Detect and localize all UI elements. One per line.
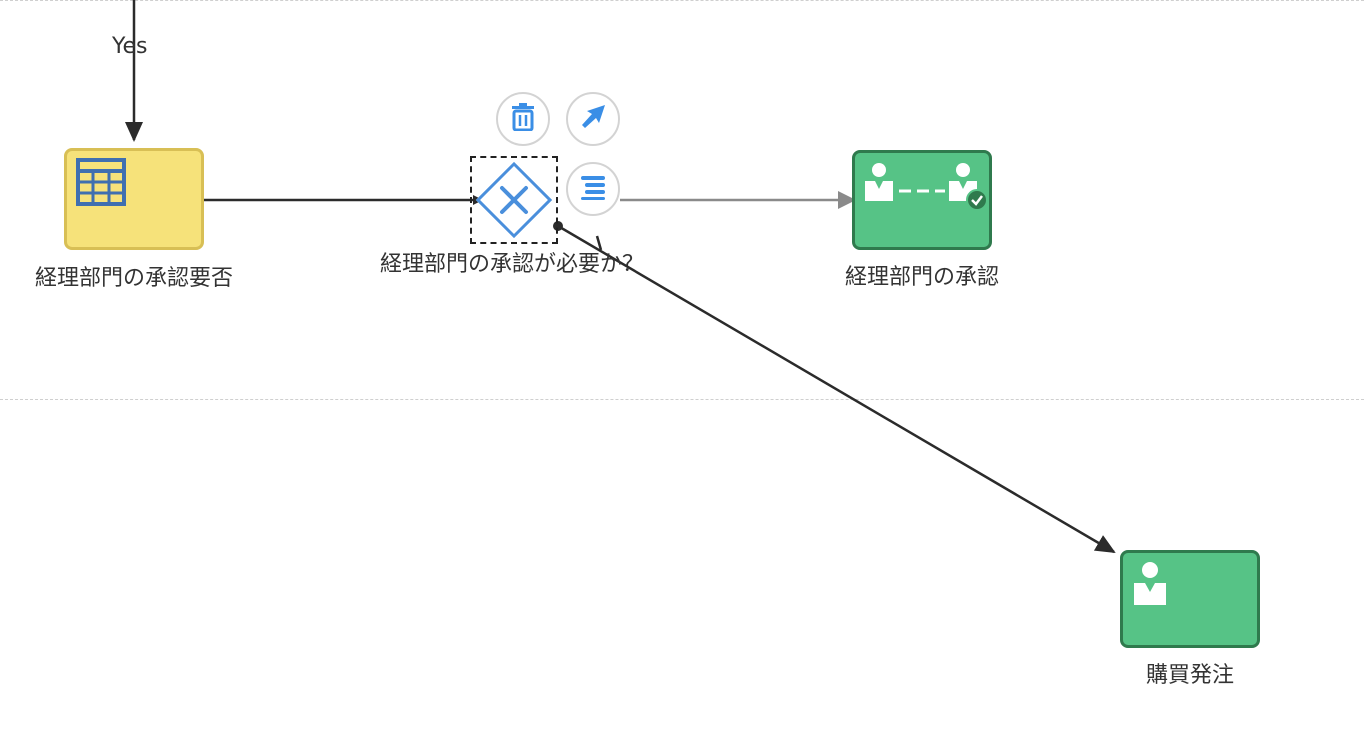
- flow-gateway-to-purchase[interactable]: [557, 224, 1116, 554]
- x-gateway-icon: [474, 160, 554, 240]
- user-task-icon: [1132, 561, 1168, 611]
- lane-divider-top: [0, 0, 1364, 1]
- properties-button[interactable]: [566, 162, 620, 216]
- connect-button[interactable]: [566, 92, 620, 146]
- multi-approval-icon: [863, 161, 991, 217]
- lane-divider-middle: [0, 399, 1364, 400]
- drag-tick: [595, 235, 603, 251]
- connection-handle[interactable]: [553, 221, 563, 231]
- form-task-label: 経理部門の承認要否: [34, 266, 234, 291]
- delete-button[interactable]: [496, 92, 550, 146]
- flow-yes-label: Yes: [112, 34, 148, 59]
- purchase-task-label: 購買発注: [1145, 663, 1235, 688]
- table-icon: [76, 158, 128, 212]
- purchase-task-node[interactable]: [1120, 550, 1260, 648]
- form-task-node[interactable]: [64, 148, 204, 250]
- list-icon: [579, 173, 607, 205]
- approval-task-node[interactable]: [852, 150, 992, 250]
- trash-icon: [510, 103, 536, 135]
- selection-box: [470, 156, 558, 244]
- approval-task-label: 経理部門の承認: [844, 265, 1000, 290]
- arrow-icon: [579, 103, 607, 135]
- gateway-label: 経理部門の承認が必要か？: [379, 252, 645, 277]
